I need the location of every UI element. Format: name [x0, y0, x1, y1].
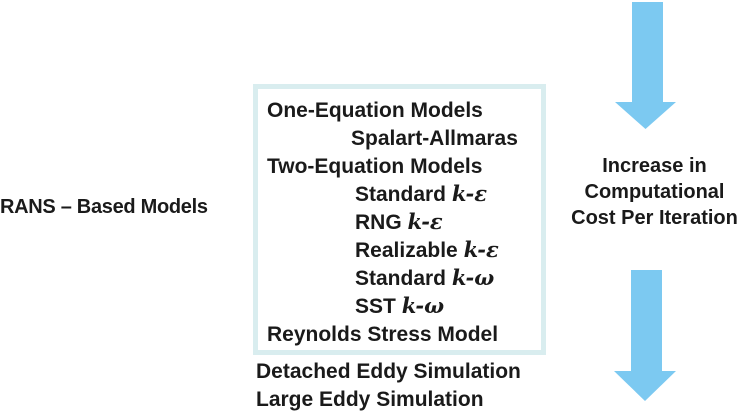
- down-arrow-bottom-icon: [614, 270, 676, 401]
- cost-caption-line: Computational: [584, 181, 725, 203]
- box-line-math: k-ε: [463, 237, 499, 262]
- box-line-math: k-ω: [401, 293, 445, 318]
- box-line-math: k-ε: [407, 209, 443, 234]
- box-line-math: k-ε: [451, 181, 488, 206]
- rans-based-models-label: RANS – Based Models: [0, 196, 208, 218]
- cost-caption-line: Increase in: [602, 155, 707, 177]
- box-line: Realizable k-ε: [267, 236, 541, 264]
- large-eddy-simulation-label: Large Eddy Simulation: [256, 388, 484, 411]
- box-line-text: Realizable: [355, 239, 464, 262]
- box-line: Standard k-ω: [267, 264, 541, 292]
- box-line-text: One-Equation Models: [267, 99, 483, 122]
- box-line-text: SST: [355, 295, 402, 318]
- cost-caption-line: Cost Per Iteration: [571, 207, 738, 229]
- box-line: Standard k-ε: [267, 180, 541, 208]
- box-line: RNG k-ε: [267, 208, 541, 236]
- cost-caption: Increase in Computational Cost Per Itera…: [570, 153, 739, 231]
- box-line: Two-Equation Models: [267, 152, 541, 180]
- down-arrow-bottom-shape: [614, 270, 676, 401]
- box-line-text: Two-Equation Models: [267, 155, 483, 178]
- box-line: One-Equation Models: [267, 96, 541, 124]
- box-line-text: Standard: [355, 183, 452, 206]
- box-line: Reynolds Stress Model: [267, 320, 541, 348]
- scale-resolving-models: Detached Eddy Simulation Large Eddy Simu…: [256, 358, 521, 414]
- detached-eddy-simulation-label: Detached Eddy Simulation: [256, 360, 521, 383]
- down-arrow-top-icon: [615, 2, 676, 129]
- down-arrow-top-shape: [615, 2, 676, 129]
- models-box: One-Equation Models Spalart-Allmaras Two…: [253, 84, 546, 355]
- box-line: SST k-ω: [267, 292, 541, 320]
- box-line-text: Standard: [355, 267, 452, 290]
- box-line-text: Spalart-Allmaras: [351, 127, 518, 150]
- box-line: Spalart-Allmaras: [267, 124, 541, 152]
- box-line-text: RNG: [355, 211, 408, 234]
- box-line-text: Reynolds Stress Model: [267, 323, 499, 346]
- box-line-math: k-ω: [451, 265, 495, 290]
